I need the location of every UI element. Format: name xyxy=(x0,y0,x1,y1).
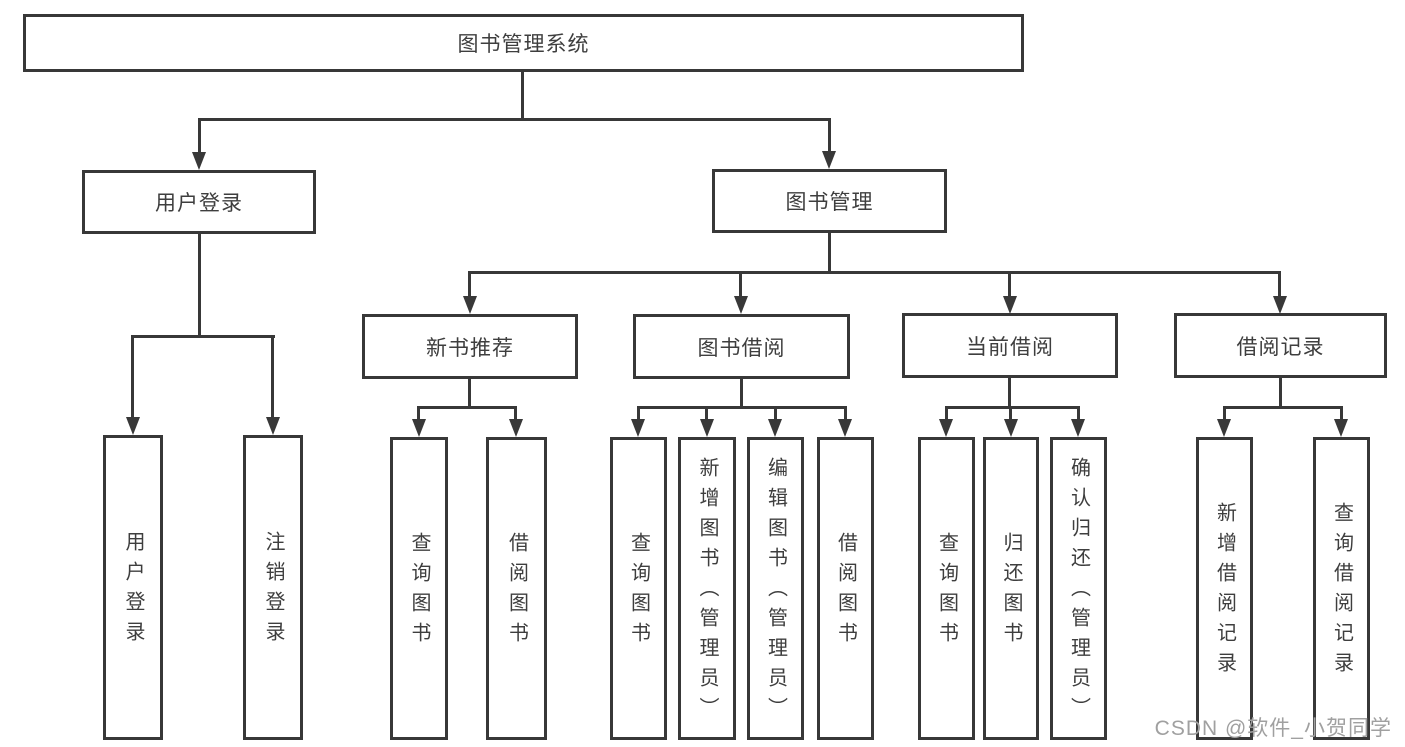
connector-line xyxy=(417,406,420,422)
connector-line xyxy=(131,335,275,338)
arrowhead-down-icon xyxy=(463,296,477,314)
connector-line xyxy=(1077,406,1080,422)
arrowhead-down-icon xyxy=(939,419,953,437)
node-query-books-recommend: 查询图书 xyxy=(390,437,448,740)
arrowhead-down-icon xyxy=(1273,296,1287,314)
connector-line xyxy=(637,406,640,422)
arrowhead-down-icon xyxy=(509,419,523,437)
arrowhead-down-icon xyxy=(768,419,782,437)
arrowhead-down-icon xyxy=(126,417,140,435)
node-edit-books-admin: 编辑图书（管理员） xyxy=(747,437,804,740)
node-logout: 注销登录 xyxy=(243,435,303,740)
node-new-book-recommendation: 新书推荐 xyxy=(362,314,578,379)
node-library-management-system: 图书管理系统 xyxy=(23,14,1024,72)
node-query-books-borrowing: 查询图书 xyxy=(610,437,667,740)
connector-line xyxy=(198,234,201,337)
connector-line xyxy=(271,335,274,421)
node-book-borrowing: 图书借阅 xyxy=(633,314,850,379)
csdn-watermark: CSDN @软件_小贺同学 xyxy=(1154,717,1392,740)
arrowhead-down-icon xyxy=(838,419,852,437)
connector-line xyxy=(198,118,201,154)
connector-line xyxy=(828,233,831,274)
arrowhead-down-icon xyxy=(1003,296,1017,314)
arrowhead-down-icon xyxy=(1217,419,1231,437)
connector-line xyxy=(468,379,471,408)
connector-line xyxy=(1008,378,1011,408)
node-add-borrow-record: 新增借阅记录 xyxy=(1196,437,1253,740)
connector-line xyxy=(514,406,517,422)
arrowhead-down-icon xyxy=(700,419,714,437)
node-return-books: 归还图书 xyxy=(983,437,1039,740)
node-borrowing-records: 借阅记录 xyxy=(1174,313,1387,378)
connector-line xyxy=(1340,406,1343,422)
connector-line xyxy=(739,271,742,298)
arrowhead-down-icon xyxy=(412,419,426,437)
connector-line xyxy=(199,118,831,121)
arrowhead-down-icon xyxy=(631,419,645,437)
node-current-borrowing: 当前借阅 xyxy=(902,313,1118,378)
node-book-management: 图书管理 xyxy=(712,169,947,233)
connector-line xyxy=(468,271,1281,274)
node-user-login-leaf: 用户登录 xyxy=(103,435,163,740)
arrowhead-down-icon xyxy=(192,152,206,170)
connector-line xyxy=(131,335,134,421)
connector-line xyxy=(705,406,708,422)
node-add-books-admin: 新增图书（管理员） xyxy=(678,437,736,740)
connector-line xyxy=(417,406,517,409)
connector-line xyxy=(1008,271,1011,298)
connector-line xyxy=(945,406,948,422)
connector-line xyxy=(844,406,847,422)
connector-line xyxy=(774,406,777,422)
node-query-borrow-record: 查询借阅记录 xyxy=(1313,437,1370,740)
arrowhead-down-icon xyxy=(822,151,836,169)
node-user-login: 用户登录 xyxy=(82,170,316,234)
connector-line xyxy=(1223,406,1226,422)
arrowhead-down-icon xyxy=(1334,419,1348,437)
node-borrow-books-leaf: 借阅图书 xyxy=(817,437,874,740)
node-borrow-books-recommend: 借阅图书 xyxy=(486,437,547,740)
connector-line xyxy=(1279,378,1282,408)
connector-line xyxy=(945,406,1080,409)
node-query-books-current: 查询图书 xyxy=(918,437,975,740)
connector-line xyxy=(637,406,846,409)
connector-line xyxy=(521,72,524,118)
arrowhead-down-icon xyxy=(266,417,280,435)
arrowhead-down-icon xyxy=(1004,419,1018,437)
node-confirm-return-admin: 确认归还（管理员） xyxy=(1050,437,1107,740)
connector-line xyxy=(740,379,743,408)
connector-line xyxy=(828,118,831,154)
connector-line xyxy=(468,271,471,298)
connector-line xyxy=(1223,406,1343,409)
arrowhead-down-icon xyxy=(734,296,748,314)
arrowhead-down-icon xyxy=(1071,419,1085,437)
connector-line xyxy=(1278,271,1281,298)
connector-line xyxy=(1009,406,1012,422)
